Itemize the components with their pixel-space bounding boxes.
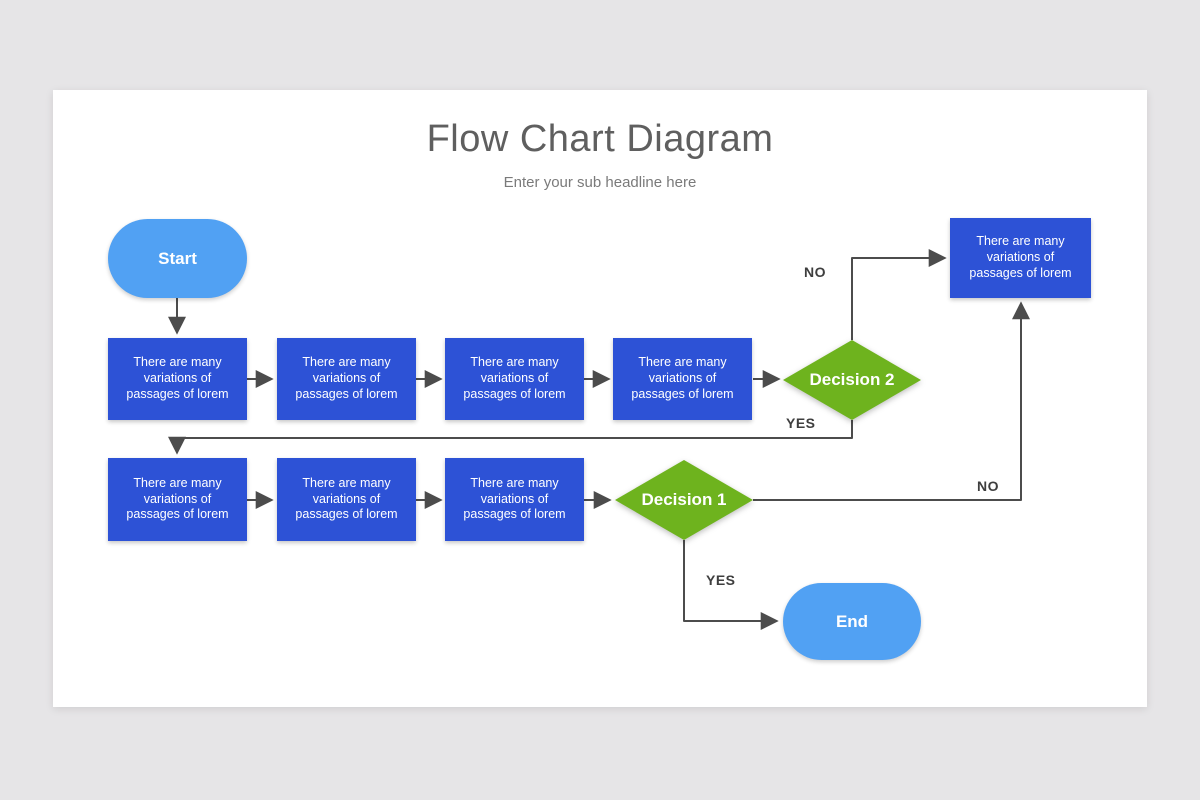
start-node-label: Start [158, 248, 197, 268]
process-box-5: There are many variations of passages of… [108, 458, 247, 541]
decision-2-label: Decision 2 [809, 370, 895, 389]
edge-label-decision2-yes: YES [786, 415, 816, 431]
start-node: Start [108, 219, 247, 298]
decision-1-diamond: Decision 1 [615, 460, 753, 540]
process-box-label: There are many variations of passages of… [126, 355, 229, 401]
process-box-2: There are many variations of passages of… [277, 338, 416, 420]
process-box-label: There are many variations of passages of… [463, 355, 566, 401]
process-box-3: There are many variations of passages of… [445, 338, 584, 420]
process-box-6: There are many variations of passages of… [277, 458, 416, 541]
process-box-4: There are many variations of passages of… [613, 338, 752, 420]
process-box-7: There are many variations of passages of… [445, 458, 584, 541]
process-box-1: There are many variations of passages of… [108, 338, 247, 420]
process-box-label: There are many variations of passages of… [295, 475, 398, 522]
edge-label-decision2-no: NO [804, 264, 826, 280]
process-box-label: There are many variations of passages of… [295, 355, 398, 401]
process-box-top-right: There are many variations of passages of… [950, 218, 1091, 298]
process-box-label: There are many variations of passages of… [463, 475, 566, 522]
end-node: End [783, 583, 921, 660]
page-title: Flow Chart Diagram [426, 118, 774, 160]
decision-1-label: Decision 1 [641, 490, 727, 509]
end-node-label: End [835, 611, 869, 631]
process-box-label: There are many variations of passages of… [126, 475, 229, 522]
decision-2-diamond: Decision 2 [783, 340, 921, 420]
page-subtitle: Enter your sub headline here [503, 174, 697, 191]
process-box-label: There are many variations of passages of… [631, 355, 734, 401]
process-box-label: There are many variations of passages of… [969, 234, 1072, 280]
edge-label-decision1-no: NO [977, 478, 999, 494]
edge-label-decision1-yes: YES [706, 572, 736, 588]
